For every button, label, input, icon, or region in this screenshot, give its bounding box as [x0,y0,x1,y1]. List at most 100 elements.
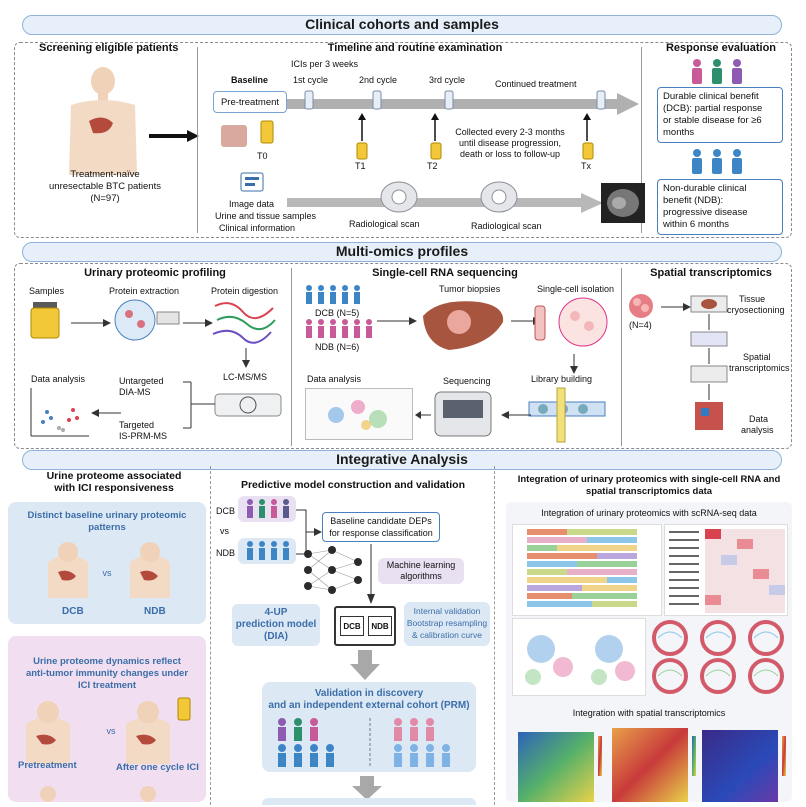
spatial-steps-icon [690,295,728,430]
divider-mid-right [494,466,495,805]
library-label: Library building [531,374,593,384]
internal-text-1: Internal validation [413,606,481,616]
screening-caption-1: Treatment-naïve [70,169,140,180]
arrow-icon [377,317,417,325]
integration-sub-2: Integration with spatial transcriptomics [572,708,726,718]
scrna-title: Single-cell RNA sequencing [372,267,518,279]
multi-omics-banner: Multi-omics profiles [22,242,782,262]
tissue-label-1: Tissue [739,294,766,304]
dcb-classifier-label: DCB [343,622,361,631]
bracket-arrow [296,509,322,555]
validation-cohort-icon [278,718,450,767]
continued-label: Continued treatment [495,79,577,89]
4up-text-3: (DIA) [264,631,288,642]
ml-box: Machine learning algorithms [378,558,464,584]
clinical-panel: Screening eligible patients Treatment-na… [14,42,792,238]
ndb-text-2: benefit (NDB): [663,195,724,206]
neural-network-icon [304,546,362,594]
vs-label-1: vs [102,568,112,578]
scrna-dcb-label: DCB (N=5) [315,308,360,318]
spatial-label-1: Spatial [743,352,771,362]
clinical-cohorts-banner: Clinical cohorts and samples [22,15,782,35]
spatial-n-label: (N=4) [629,320,652,330]
dcb-ndb-patients-icon [48,542,170,598]
library-chip-icon [528,387,606,443]
ndb-classifier-button[interactable]: NDB [368,616,392,636]
targeted-label-1: Targeted [119,420,155,430]
candidate-deps-box: Baseline candidate DEPs for response cla… [322,512,440,542]
patient-body-icon [69,67,137,175]
scrna-ndb-label: NDB (N=6) [315,342,360,352]
after-cycle-label: After one cycle ICI [116,762,199,773]
ct-scanner-icons [380,181,518,213]
samples-label: Samples [29,286,65,296]
ndb-label: NDB [144,606,166,617]
dcb-text-4: months [663,127,695,138]
arrow-down-icon [367,544,375,604]
patient-groups-icon [306,285,372,338]
dcb-text-1: Durable clinical benefit [663,91,759,102]
dcb-classifier-button[interactable]: DCB [340,616,364,636]
more-patients-icon [40,786,156,802]
cycle3-label: 3rd cycle [429,75,466,85]
timeline-title: Timeline and routine examination [327,42,503,54]
banner-title: Multi-omics profiles [335,243,469,259]
distinct-title-2: patterns [88,522,126,533]
pretreatment-label: Pre-treatment [220,97,280,108]
response-title: Response evaluation [665,42,777,54]
banner-title: Integrative Analysis [336,451,468,467]
heatmap-svg [669,529,785,613]
candidate-text-1: Baseline candidate DEPs [330,516,432,526]
dcb-text-2: (DCB): partial response [663,103,763,114]
model-ndb-label: NDB [216,548,236,558]
arrow-right-icon [149,130,199,142]
image-data-icon [240,172,264,192]
sample-up-arrows [358,113,591,141]
single-cell-icon [534,297,608,347]
collected-text-3: death or loss to follow-up [459,149,561,159]
isolation-label: Single-cell isolation [537,284,615,294]
ct-image [601,183,645,223]
umap-thumbnail [305,388,413,440]
model-dcb-label: DCB [216,506,236,516]
baseline-label: Baseline [231,75,269,85]
arrow-down-icon [242,348,250,368]
tx-label: Tx [581,161,591,171]
next-card-edge [262,798,476,805]
divider-1 [291,268,292,446]
integration-title-2: spatial transcriptomics data [585,486,713,497]
clinical-info-label: Clinical information [219,223,296,233]
4up-text-1: 4-UP [264,607,288,618]
arrow-left-icon [415,411,431,419]
urinary-title: Urinary proteomic profiling [84,267,226,279]
ml-text-1: Machine learning [386,560,456,570]
spatial-data-label-2: analysis [741,425,774,435]
untargeted-label-2: DIA-MS [119,387,151,397]
t2-label: T2 [427,161,438,171]
lcms-label: LC-MS/MS [223,372,268,382]
arrow-left-icon [501,411,531,419]
internal-validation-box: Internal validation Bootstrap resampling… [404,602,490,646]
spatial-label-2: transcriptomics [729,363,790,373]
sequencer-icon [434,391,492,437]
sample-tubes [356,142,594,160]
tumor-tissue-icon [629,294,653,318]
ndb-people-icon [692,149,742,174]
external-validation-card: Validation in discovery and an independe… [262,682,476,772]
vs-label-2: vs [106,726,116,736]
dcb-box: Durable clinical benefit (DCB): partial … [657,87,783,143]
ndb-text-1: Non-durable clinical [663,183,747,194]
integration-title-1: Integration of urinary proteomics with s… [517,474,781,485]
scan-timeline-arrow [287,193,603,213]
targeted-label-2: IS-PRM-MS [119,431,167,441]
peptides-icon [212,302,276,344]
urine-assoc-title-1: Urine proteome associated [46,470,182,482]
down-arrow-big-2 [352,776,382,800]
stacked-bar-chart [512,524,662,616]
validation-text-1: Validation in discovery [314,688,424,699]
volcano-plot [30,388,89,437]
umap-plots [512,618,646,696]
dynamics-card: Urine proteome dynamics reflect anti-tum… [8,636,206,802]
stacked-bar-svg [527,529,637,607]
sequencing-label: Sequencing [443,376,491,386]
